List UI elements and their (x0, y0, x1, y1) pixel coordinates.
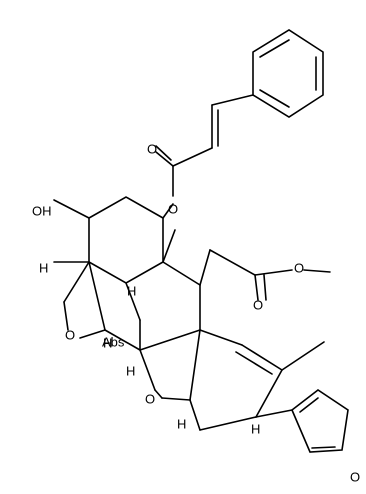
methyl-ester-oxygen-label: O (294, 260, 304, 275)
stereo-hydrogen-label-4: H (126, 363, 135, 378)
carbonyl-oxygen-top-label: O (147, 141, 157, 156)
atom-labels: OH O O O O O O O H H H H H H Abs (32, 141, 360, 484)
stereo-hydrogen-label-1: H (39, 260, 48, 275)
stereo-hydrogen-label-3: H (103, 335, 112, 350)
bond-skeleton (53, 29, 349, 453)
hydroxyl-label: OH (32, 203, 52, 218)
stereo-hydrogen-label-6: H (251, 421, 260, 436)
cyclic-ether-oxygen-label: O (65, 327, 75, 342)
carbonyl-oxygen-right-label: O (253, 297, 263, 312)
abs-stereo-label: Abs (102, 334, 125, 349)
furan-oxygen-label: O (350, 469, 360, 484)
ring-oxygen-label: O (145, 391, 155, 406)
stereo-hydrogen-label-2: H (127, 283, 136, 298)
ester-oxygen-label: O (168, 201, 178, 216)
stereo-hydrogen-label-5: H (177, 416, 186, 431)
